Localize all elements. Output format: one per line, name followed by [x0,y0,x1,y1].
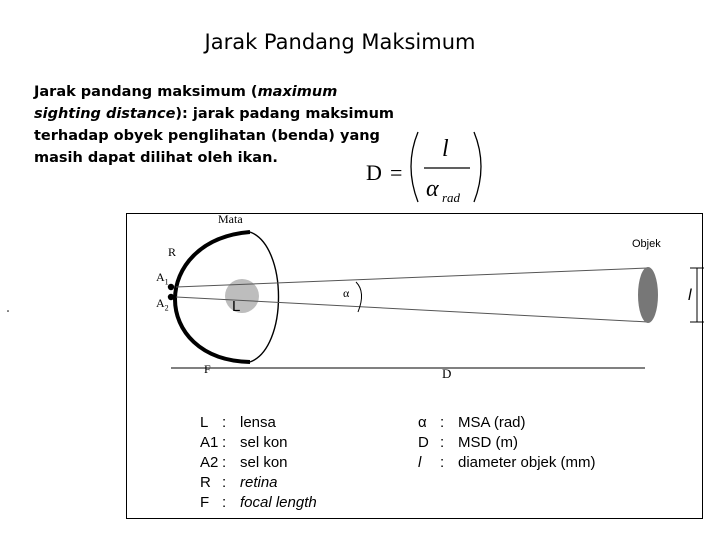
legend-symbol: D [418,434,429,451]
stray-dot [7,310,9,312]
formula-numerator: l [442,136,449,162]
legend-row: α: MSA (rad) [418,413,596,433]
label-alpha: α [343,286,350,300]
retina-arc [173,230,251,364]
legend-symbol: L [200,414,209,431]
legend-separator: : [440,454,445,471]
description-term: maximum sighting distance [34,84,338,122]
legend-row: R: retina [200,473,317,493]
legend-separator: : [222,454,227,471]
formula-graphic: D = l α rad [366,131,482,205]
description-text: Jarak pandang maksimum (maximum sighting… [34,81,404,169]
legend-row: D: MSD (m) [418,433,596,453]
label-a1-letter: A [156,270,165,284]
label-objek: Objek [632,238,661,250]
formula-equals: = [390,160,402,185]
object-ellipse [638,267,658,323]
label-a2-sub: 2 [164,303,169,313]
legend-text: retina [240,474,278,491]
legend-symbol: l [418,454,422,471]
formula-left-paren [410,131,419,203]
legend-text: MSD (m) [458,434,518,451]
legend-symbol: F [200,494,210,511]
legend-left: L: lensa A1: sel kon A2: sel kon R: retina F… [200,413,317,513]
label-mata: Mata [218,212,243,226]
legend-separator: : [440,434,445,451]
legend-separator: : [222,494,227,511]
legend-symbol: A1 [200,434,219,451]
cone-cell-a1 [167,283,175,291]
page-title: Jarak Pandang Maksimum [204,30,476,54]
legend-row: F: focal length [200,493,317,513]
legend-row: A1: sel kon [200,433,317,453]
legend-text: diameter objek (mm) [458,454,596,471]
legend-separator: : [222,434,227,451]
description-suffix: ): jarak padang maksimum terhadap obyek … [34,106,395,166]
alpha-arc [355,281,362,313]
label-a1-sub: 1 [164,277,169,287]
label-distance: D [442,366,452,381]
sight-line-bottom [175,296,649,323]
cone-cell-a2 [167,293,175,301]
legend-text: MSA (rad) [458,414,526,431]
label-focal: F [204,362,211,376]
legend-text: sel kon [240,434,288,451]
label-a2-letter: A [156,296,165,310]
legend-text: focal length [240,494,317,511]
legend-right: α: MSA (rad) D: MSD (m) l: diameter objek (… [418,413,596,473]
legend-symbol: A2 [200,454,219,471]
legend-row: l: diameter objek (mm) [418,453,596,473]
legend-separator: : [440,414,445,431]
formula-denominator: α [426,176,439,202]
label-lens: L [232,298,241,315]
label-a2: A2 [156,296,169,312]
legend-text: lensa [240,414,276,431]
formula-right-paren [473,131,482,203]
legend-row: A2: sel kon [200,453,317,473]
description-prefix: Jarak pandang maksimum ( [34,84,258,100]
legend-row: L: lensa [200,413,317,433]
formula: D = l α rad [360,126,500,216]
formula-lhs: D [366,160,382,185]
legend-separator: : [222,474,227,491]
legend-symbol: α [418,414,427,431]
lens-core [225,279,259,313]
label-a1: A1 [156,270,169,286]
label-object-size: l [688,287,692,304]
label-retina: R [168,245,177,259]
legend-symbol: R [200,474,211,491]
formula-subscript: rad [442,190,461,205]
legend-text: sel kon [240,454,288,471]
legend-separator: : [222,414,227,431]
lens-outline [249,231,280,363]
sight-line-top [175,267,649,288]
diagram-frame [126,213,703,519]
